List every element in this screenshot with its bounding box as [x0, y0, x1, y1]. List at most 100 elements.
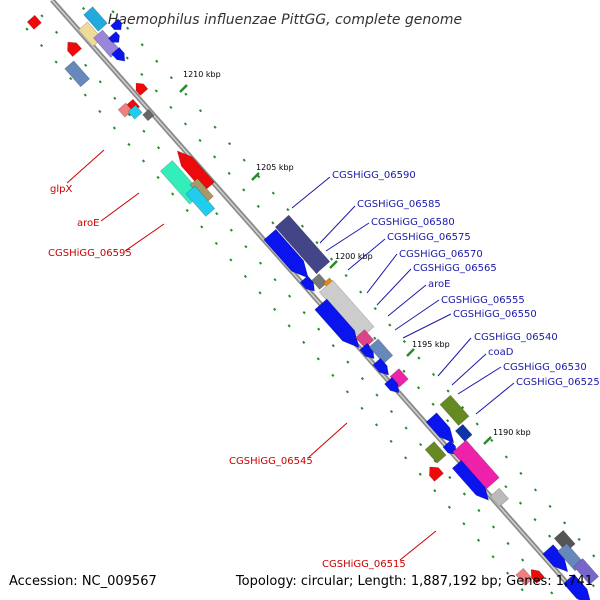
guide-dash [127, 142, 131, 147]
label-aroE-forward[interactable]: aroE [387, 279, 450, 317]
guide-dash [448, 475, 452, 480]
guide-dash [184, 92, 188, 96]
gene-feature[interactable] [489, 487, 509, 508]
forward-gene-labels: CGSHiGG_06590 CGSHiGG_06585 CGSHiGG_0658… [291, 170, 600, 415]
guide-dash [258, 291, 262, 295]
guide-dash [374, 423, 379, 427]
gene-feature[interactable] [111, 46, 129, 64]
label-CGSHiGG_06570[interactable]: CGSHiGG_06570 [366, 249, 483, 294]
gene-feature[interactable] [384, 376, 403, 396]
gene-feature[interactable] [263, 228, 314, 283]
label-CGSHiGG_06575[interactable]: CGSHiGG_06575 [347, 232, 471, 271]
tick-label-1210: 1210 kbp [183, 70, 221, 79]
guide-dash [227, 171, 231, 175]
gene-feature[interactable] [314, 298, 365, 353]
label-CGSHiGG_06525[interactable]: CGSHiGG_06525 [475, 377, 600, 415]
guide-dash [373, 306, 377, 311]
label-CGSHiGG_06540[interactable]: CGSHiGG_06540 [437, 332, 558, 377]
gene-feature[interactable] [185, 185, 216, 217]
gene-feature[interactable] [372, 357, 392, 378]
gene-feature[interactable] [454, 423, 473, 442]
guide-dash [300, 224, 305, 228]
guide-dash [111, 10, 115, 14]
guide-dash [84, 63, 88, 67]
guide-dash [155, 59, 159, 63]
gene-feature[interactable] [64, 60, 91, 88]
guide-dash [402, 339, 406, 344]
guide-dash [462, 492, 466, 496]
label-CGSHiGG_06545[interactable]: CGSHiGG_06545 [229, 422, 348, 467]
gene-label-text: CGSHiGG_06590 [332, 170, 416, 181]
gene-feature[interactable] [424, 441, 447, 464]
guide-dash [112, 126, 116, 130]
label-CGSHiGG_06565[interactable]: CGSHiGG_06565 [376, 263, 497, 306]
guide-dash [271, 191, 275, 195]
gene-feature[interactable] [142, 108, 155, 122]
label-CGSHiGG_06585[interactable]: CGSHiGG_06585 [319, 199, 441, 244]
gene-feature[interactable] [389, 368, 409, 388]
gene-feature[interactable] [311, 273, 328, 290]
gene-feature[interactable] [132, 80, 149, 96]
guide-dash [389, 409, 394, 414]
guide-dash [491, 555, 495, 559]
gene-feature[interactable] [83, 6, 108, 32]
guide-dash [416, 386, 421, 390]
gene-label-text: CGSHiGG_06550 [453, 309, 537, 320]
guide-dash [389, 439, 393, 443]
guide-dash [388, 323, 392, 327]
label-coaD[interactable]: coaD [451, 347, 514, 386]
guide-dash [550, 591, 554, 595]
guide-dash [257, 175, 261, 179]
guide-dash [475, 422, 479, 426]
gene-feature[interactable] [93, 29, 121, 58]
gene-feature[interactable] [425, 463, 444, 482]
label-CGSHiGG_06590[interactable]: CGSHiGG_06590 [291, 170, 416, 209]
gene-feature[interactable] [274, 214, 331, 274]
guide-dash [345, 390, 349, 394]
gene-features [26, 6, 600, 600]
gene-feature[interactable] [451, 459, 493, 504]
gene-feature[interactable] [110, 18, 125, 33]
tick-1190: 1190 kbp [483, 428, 531, 445]
guide-dash [302, 311, 306, 315]
gene-label-text: CGSHiGG_06595 [48, 248, 132, 259]
guide-dash [156, 146, 161, 150]
gene-feature[interactable] [63, 38, 83, 57]
guide-dash [169, 105, 173, 110]
gene-feature[interactable] [439, 394, 470, 426]
gene-feature[interactable] [452, 439, 500, 490]
gene-feature[interactable] [108, 31, 122, 46]
guide-dash [331, 344, 335, 348]
gene-feature[interactable] [573, 558, 600, 585]
gene-feature[interactable] [515, 567, 534, 586]
guide-dash [256, 204, 260, 208]
gene-feature[interactable] [442, 440, 460, 458]
tick-1205: 1205 kbp [251, 163, 294, 181]
label-CGSHiGG_06595[interactable]: CGSHiGG_06595 [48, 223, 165, 259]
gene-feature[interactable] [26, 14, 42, 30]
label-CGSHiGG_06515[interactable]: CGSHiGG_06515 [322, 530, 437, 570]
reverse-gene-labels: glpX aroE CGSHiGG_06595 CGSHiGG_06545 CG… [48, 149, 437, 570]
label-aroE-reverse[interactable]: aroE [77, 192, 140, 229]
gene-feature[interactable] [172, 146, 215, 192]
track-guides [25, 6, 596, 595]
guide-dash [141, 159, 146, 163]
label-CGSHiGG_06550[interactable]: CGSHiGG_06550 [402, 309, 537, 339]
guide-dash [83, 93, 87, 97]
gene-feature[interactable] [425, 412, 459, 448]
label-glpX[interactable]: glpX [50, 149, 105, 195]
label-CGSHiGG_06530[interactable]: CGSHiGG_06530 [457, 362, 587, 395]
tick-1200: 1200 kbp [329, 252, 373, 269]
guide-dash [113, 96, 117, 100]
guide-dash [39, 43, 44, 48]
guide-dash [229, 228, 233, 232]
gene-label-text: CGSHiGG_06515 [322, 559, 406, 570]
label-CGSHiGG_06555[interactable]: CGSHiGG_06555 [394, 295, 525, 331]
guide-dash [346, 360, 350, 364]
gene-feature[interactable] [527, 566, 545, 584]
gene-feature[interactable] [127, 104, 143, 120]
gene-feature[interactable] [563, 573, 596, 600]
gene-feature[interactable] [117, 102, 133, 118]
label-CGSHiGG_06580[interactable]: CGSHiGG_06580 [325, 217, 455, 252]
guide-dash [548, 504, 552, 509]
